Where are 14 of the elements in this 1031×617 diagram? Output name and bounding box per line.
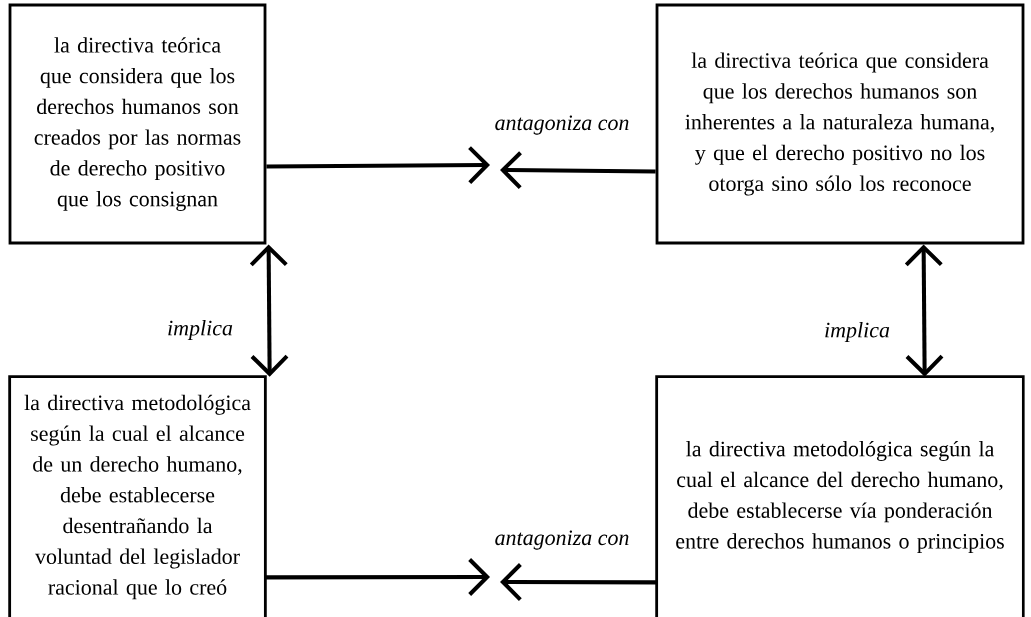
edge-label: implica — [825, 322, 890, 342]
relation-label: antagoniza con — [495, 530, 629, 550]
edge-label: implica — [168, 320, 233, 340]
arrow — [500, 151, 656, 190]
process-box: la directiva metodológica según la cual el alcance del derecho humano, debe establecerse vía ponderación entre derechos humanos o principios — [655, 375, 1025, 617]
process-box: la directiva teórica que considera que los derechos humanos son creados por las normas de derecho positivo que los consignan — [8, 3, 267, 245]
process-box: la directiva metodológica según la cual el alcance de un derecho humano, debe establecerse desentrañando la voluntad del legislador racional que lo creó — [8, 375, 267, 617]
arrow — [249, 244, 289, 377]
arrow — [500, 563, 657, 601]
process-box: la directiva teórica que considera que los derechos humanos son inherentes a la naturaleza humana, y que el derecho positivo no los otorga sino sólo los reconoce — [655, 3, 1025, 245]
arrow — [266, 146, 490, 185]
relation-label: antagoniza con — [495, 115, 629, 135]
arrow — [265, 558, 490, 596]
arrow — [904, 244, 944, 377]
